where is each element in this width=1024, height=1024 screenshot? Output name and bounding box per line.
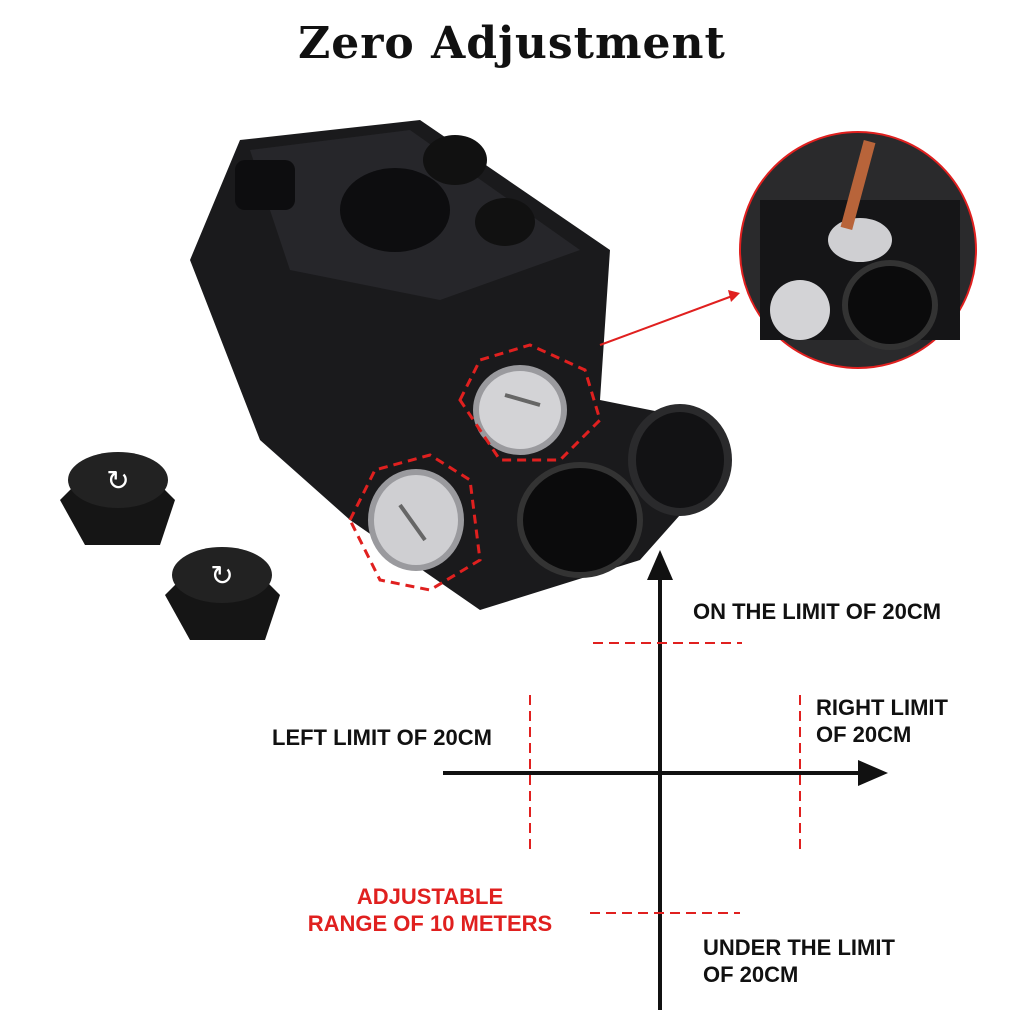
- label-right-limit: RIGHT LIMIT OF 20CM: [816, 694, 948, 748]
- inset-detail-photo: [739, 131, 977, 369]
- right-arrow-icon: [858, 760, 888, 786]
- page-title: Zero Adjustment: [298, 18, 726, 69]
- label-down-limit: UNDER THE LIMIT OF 20CM: [703, 934, 895, 988]
- label-left-limit: LEFT LIMIT OF 20CM: [272, 725, 492, 750]
- spare-caps: ↻ ↻: [60, 452, 280, 640]
- rotate-icon: ↻: [106, 465, 129, 496]
- elevation-adjustment-screw: [473, 365, 567, 455]
- label-adjustable-range: ADJUSTABLE RANGE OF 10 METERS: [280, 883, 580, 937]
- label-up-limit: ON THE LIMIT OF 20CM: [693, 599, 942, 624]
- label-range-line2: RANGE OF 10 METERS: [307, 911, 553, 936]
- label-right-line2: OF 20CM: [816, 722, 912, 747]
- label-right-line1: RIGHT LIMIT: [816, 695, 948, 720]
- laser-device-photo: [190, 120, 732, 610]
- label-range-line1: ADJUSTABLE: [356, 884, 504, 909]
- label-down-line1: UNDER THE LIMIT: [703, 935, 895, 960]
- up-arrow-icon: [647, 550, 673, 580]
- windage-adjustment-screw: [368, 469, 464, 571]
- zero-adjustment-axes: [443, 550, 888, 1010]
- label-down-line2: OF 20CM: [703, 962, 799, 987]
- rotate-icon: ↻: [210, 560, 233, 591]
